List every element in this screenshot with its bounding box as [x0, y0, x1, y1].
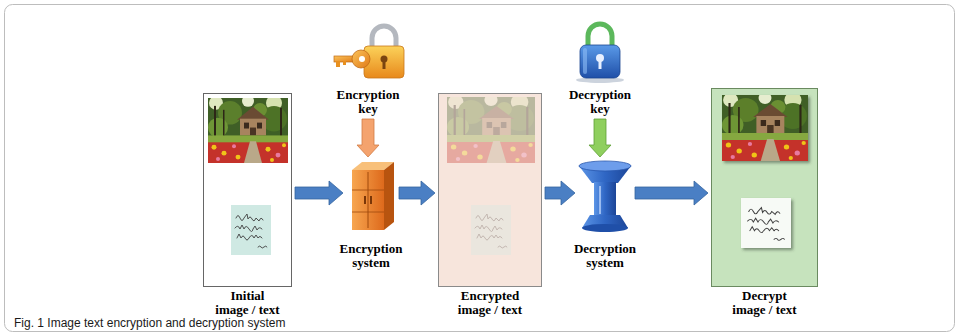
box-ground — [438, 93, 542, 287]
key-icon-node: Decryption key — [565, 20, 635, 116]
flow-arrow — [635, 181, 708, 205]
faded-photo — [447, 94, 535, 163]
image-text-box: Decrypt image / text — [711, 88, 818, 287]
node-label: Initial image / text — [214, 289, 281, 317]
garden-photo — [208, 95, 288, 163]
node-label: Encryption system — [338, 242, 405, 270]
key-arrow — [589, 119, 611, 157]
decryption-tower-icon — [579, 161, 631, 232]
node-label: Decrypt image / text — [731, 289, 798, 317]
cabinet-icon — [352, 162, 394, 230]
figure-caption: Fig. 1 Image text encryption and decrypt… — [14, 317, 285, 330]
flow-arrow — [295, 181, 343, 205]
figure-frame — [5, 5, 955, 332]
node-label: Encryption key — [335, 88, 402, 116]
flow-arrow — [545, 181, 575, 205]
image-text-box: Initial image / text — [203, 93, 292, 287]
node-label: Encrypted image / text — [457, 289, 524, 317]
caption-box: Fig. 1 Image text encryption and decrypt… — [14, 317, 285, 330]
flow-arrow — [399, 181, 435, 205]
lock-icon — [576, 24, 624, 83]
key-arrow — [357, 119, 379, 157]
node-label: Decryption system — [572, 242, 639, 270]
box-ground — [203, 93, 292, 287]
system-icon-node: Decryption system — [578, 160, 632, 232]
system-icon-node: Encryption system — [346, 160, 396, 232]
node-label: Decryption key — [567, 88, 634, 116]
garden-photo — [722, 92, 808, 161]
image-text-box: Encrypted image / text — [438, 93, 542, 287]
lock-key-icon — [334, 26, 404, 78]
handwritten-note — [231, 205, 271, 255]
handwritten-note — [741, 198, 791, 248]
key-icon-node: Encryption key — [330, 20, 406, 116]
faded-note — [471, 205, 511, 255]
box-ground — [711, 88, 818, 287]
